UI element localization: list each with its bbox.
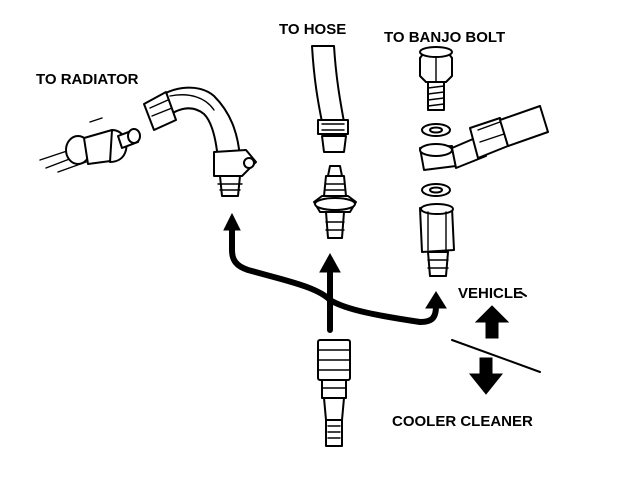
label-to-banjo-bolt: TO BANJO BOLT [384,29,505,46]
label-vehicle: VEHICLE [458,285,523,302]
label-to-hose: TO HOSE [279,21,346,38]
cooler-cleaner-hose [317,339,351,447]
cooler-arrow-down [468,357,504,395]
label-to-radiator: TO RADIATOR [36,71,139,88]
arrow-to-hose [319,252,341,273]
arrow-to-radiator [223,212,241,231]
arrow-to-banjo [425,291,447,309]
banjo-bolt [419,46,453,111]
hose-adapter [313,165,357,239]
radiator-hose [143,86,257,197]
vehicle-arrow-up [474,305,510,339]
label-cooler-cleaner: COOLER CLEANER [392,413,533,430]
banjo-fitting [419,105,549,171]
banjo-adapter [419,203,455,277]
vehicle-divider [451,291,541,373]
flow-arrows [223,212,447,333]
sealing-washer-upper [421,123,451,137]
radiator-fitting [39,117,141,173]
sealing-washer-lower [421,183,451,197]
flow-path [229,223,439,333]
to-hose-line [311,45,349,153]
